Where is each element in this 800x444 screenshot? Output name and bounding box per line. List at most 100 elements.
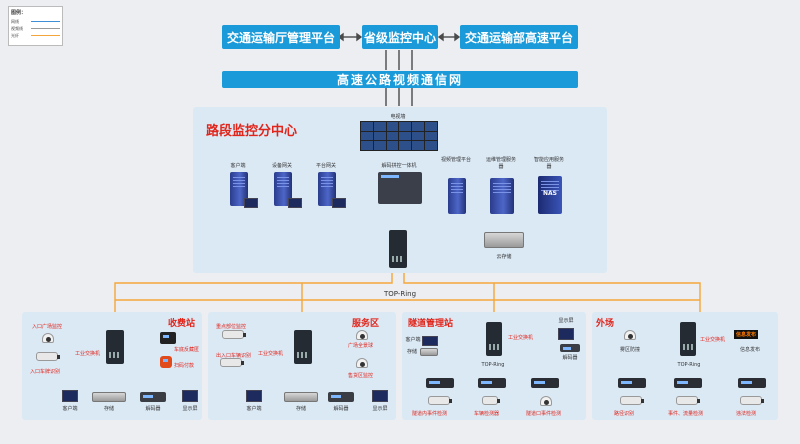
toll-client-monitor: [62, 390, 78, 402]
toll-label-entry-monitor: 入口广场监控: [32, 324, 63, 330]
toll-label-storage: 存储: [103, 406, 114, 412]
cloud-storage-label: 云存储: [496, 254, 512, 260]
field-violation-camera: [740, 396, 764, 405]
legend-item-fiber: 光纤: [11, 32, 60, 39]
decoder-unit: [378, 172, 422, 204]
highway-video-network: 高速公路视频通信网: [222, 71, 578, 88]
toll-underbody-scanner: [160, 332, 176, 344]
legend-item-video: 视频线: [11, 25, 60, 32]
ai-server: [538, 176, 562, 214]
service-plate-camera: [220, 358, 244, 367]
service-label-key-monitor: 重点部位监控: [216, 324, 247, 330]
field-switch: [680, 322, 696, 356]
service-key-camera: [222, 330, 246, 339]
center-title: 路段监控分中心: [206, 124, 298, 139]
service-label-panorama: 广场全景球: [348, 343, 374, 349]
field-label-violation: 违法检测: [736, 411, 757, 417]
toll-switch-label: 工业交换机: [75, 351, 101, 357]
field-label-path: 路径识别: [614, 411, 635, 417]
toll-decoder: [140, 392, 166, 402]
device-label-video-platform: 视频管理平台: [440, 157, 471, 163]
tunnel-ring-label: TOP-Ring: [481, 362, 505, 368]
tunnel-entrance-dome: [540, 396, 552, 406]
service-decoder: [328, 392, 354, 402]
client-monitor: [244, 198, 258, 208]
toll-label-display: 显示屏: [182, 406, 198, 412]
tunnel-vehicle-detector: [482, 396, 500, 405]
toll-label-client: 客户端: [62, 406, 78, 412]
service-display: [372, 390, 388, 402]
tunnel-label-entrance-event: 隧道口事件检测: [526, 411, 562, 417]
device-label-ai-server: 智能应用服务器: [533, 157, 564, 170]
field-box-1: [618, 378, 646, 388]
ops-server: [490, 178, 514, 214]
toll-label-underbody: 车底反藏匿: [174, 347, 200, 353]
service-storage: [284, 392, 318, 402]
provincial-transport-platform: 交通运输厅管理平台: [222, 25, 340, 49]
toll-dome-camera: [42, 333, 54, 343]
tunnel-client-monitor: [422, 336, 438, 346]
field-label-flow: 事件、流量检测: [668, 411, 704, 417]
core-switch: [389, 230, 407, 268]
tunnel-switch-label: 工业交换机: [508, 335, 534, 341]
videowall-label: 电视墙: [390, 114, 406, 120]
field-label-fog: 雾区防撞: [619, 347, 640, 353]
tunnel-label-storage: 存储: [406, 349, 417, 355]
service-label-shop: 售货区监控: [348, 373, 374, 379]
service-title: 服务区: [352, 319, 380, 329]
device-label-decoder: 解码拼控一体机: [381, 163, 417, 169]
tunnel-decoder: [560, 344, 580, 352]
legend-title: 图例：: [11, 10, 27, 16]
field-path-camera: [620, 396, 644, 405]
provincial-monitoring-center: 省级监控中心: [362, 25, 438, 49]
tunnel-label-client: 客户端: [405, 337, 421, 343]
client-server: [230, 172, 248, 206]
toll-plate-camera: [36, 352, 60, 361]
service-panorama-dome: [356, 330, 368, 340]
toll-title: 收费站: [168, 319, 196, 329]
tunnel-event-box-3: [531, 378, 559, 388]
platform-gateway-server: [318, 172, 336, 206]
tunnel-display: [558, 328, 574, 340]
legend: 图例： 网线 视频线 光纤: [8, 6, 63, 46]
service-shop-dome: [356, 358, 368, 368]
toll-label-scan-pay: 扫码付款: [174, 363, 195, 369]
service-label-client: 客户端: [246, 406, 262, 412]
toll-scan-pay-device: [160, 356, 172, 368]
tunnel-inner-camera: [428, 396, 452, 405]
toll-storage: [92, 392, 126, 402]
toll-display: [182, 390, 198, 402]
field-ring-label: TOP-Ring: [677, 362, 701, 368]
field-title: 外场: [596, 319, 615, 329]
video-platform-server: [448, 178, 466, 214]
toll-label-plate-recognition: 入口车牌识别: [30, 369, 61, 375]
tunnel-storage: [420, 348, 438, 356]
service-label-storage: 存储: [295, 406, 306, 412]
tunnel-label-display: 显示屏: [558, 318, 574, 324]
field-flow-camera: [676, 396, 700, 405]
tunnel-label-inner-event: 隧道内事件检测: [412, 411, 448, 417]
service-client-monitor: [246, 390, 262, 402]
legend-item-network: 网线: [11, 18, 60, 25]
tunnel-title: 隧道管理站: [408, 319, 454, 329]
field-box-3: [738, 378, 766, 388]
device-label-platform-gateway: 平台网关: [315, 163, 336, 169]
tunnel-label-decoder: 解码器: [562, 355, 578, 361]
toll-switch: [106, 330, 124, 364]
tunnel-label-vehicle: 车辆检测器: [474, 411, 500, 417]
tunnel-event-box-2: [478, 378, 506, 388]
device-label-ops-server: 运维管理服务器: [485, 157, 516, 170]
nas-label: NAS: [543, 190, 557, 197]
gateway-server: [274, 172, 292, 206]
device-label-client: 客户端: [230, 163, 246, 169]
gateway-monitor: [288, 198, 302, 208]
tunnel-event-box-1: [426, 378, 454, 388]
cloud-storage-device: [484, 232, 524, 248]
ministry-highway-platform: 交通运输部高速平台: [460, 25, 578, 49]
service-label-plate: 出入口车辆识别: [216, 353, 252, 359]
field-fog-camera: [624, 330, 636, 340]
videowall: [360, 121, 438, 151]
platform-gateway-monitor: [332, 198, 346, 208]
toll-label-decoder: 解码器: [145, 406, 161, 412]
